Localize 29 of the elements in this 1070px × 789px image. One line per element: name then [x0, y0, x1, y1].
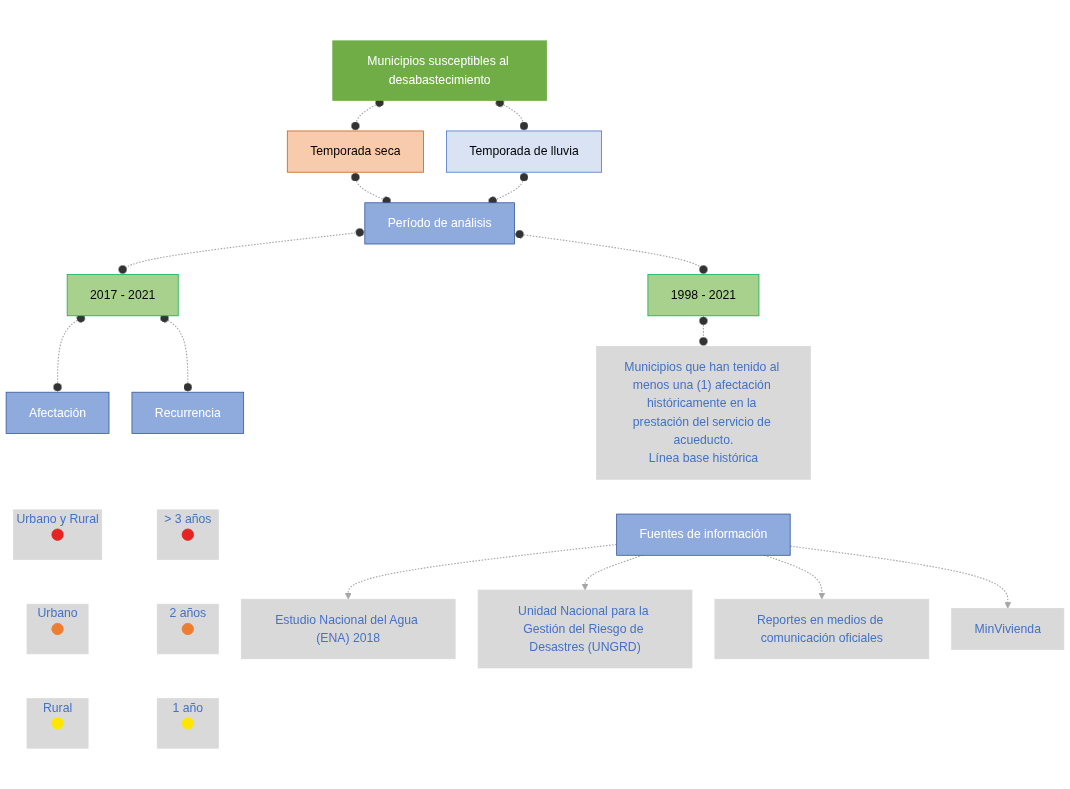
cluster: Urbano y Rural [13, 509, 103, 560]
node-box: Municipios susceptibles al desabastecimiento [332, 40, 547, 101]
node-box: 1998 - 2021 [647, 274, 760, 317]
node-circle [51, 717, 64, 730]
node-box: MinVivienda [951, 608, 1065, 650]
cluster: Rural [26, 698, 89, 749]
node-box: Estudio Nacional del Agua (ENA) 2018 [240, 598, 456, 660]
node-box: Reportes en medios de comunicación oficiales [714, 598, 930, 660]
node-box: Afectación [5, 391, 110, 434]
node-circle [181, 622, 194, 636]
node-box: Unidad Nacional para la Gestión del Riesgo de Desastres (UNGRD) [477, 589, 693, 669]
cluster: Urbano [26, 603, 89, 655]
node-circle [181, 717, 194, 730]
connector [514, 229, 709, 276]
node-box: Temporada de lluvia [446, 130, 602, 173]
cluster: 2 años [156, 603, 219, 655]
node-box: Recurrencia [131, 391, 245, 434]
connector [698, 315, 709, 347]
node-box: Período de análisis [364, 202, 515, 245]
node-box: Temporada seca [286, 130, 424, 173]
node-box: Fuentes de información [616, 513, 791, 556]
cluster: 1 año [156, 698, 219, 749]
node-circle [51, 528, 64, 541]
connector [118, 227, 366, 276]
node-box: 2017 - 2021 [66, 274, 179, 317]
node-box: Municipios que han tenido al menos una (1) afectación históricamente en la prestación del servicio de acueducto. Línea base histórica [596, 346, 811, 480]
cluster: > 3 años [156, 509, 219, 560]
node-circle [51, 622, 64, 636]
node-circle [181, 528, 194, 541]
